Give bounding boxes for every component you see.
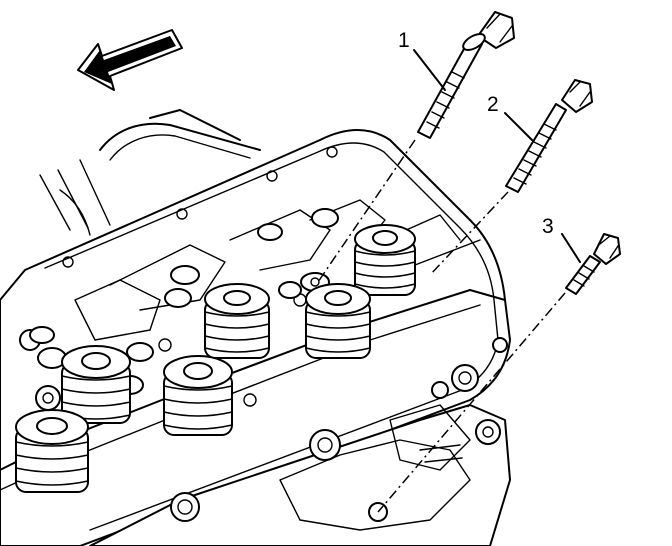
engine-block-background	[39, 109, 261, 236]
callout-3: 3	[541, 215, 555, 238]
valve-spring	[61, 345, 131, 424]
valve-spring	[305, 283, 371, 359]
valve-spring	[354, 224, 416, 296]
callout-2: 2	[486, 93, 500, 116]
valve-springs	[15, 224, 416, 493]
valve-spring	[15, 409, 89, 493]
bolt-2	[505, 79, 593, 193]
leader-lines	[317, 139, 566, 513]
bolt-1	[417, 11, 515, 139]
valve-spring	[204, 283, 270, 359]
callout-1: 1	[397, 29, 411, 52]
callout-leaders	[413, 49, 581, 263]
direction-arrow-icon	[77, 29, 183, 91]
bolt-3	[565, 233, 621, 295]
valve-spring	[163, 355, 233, 436]
